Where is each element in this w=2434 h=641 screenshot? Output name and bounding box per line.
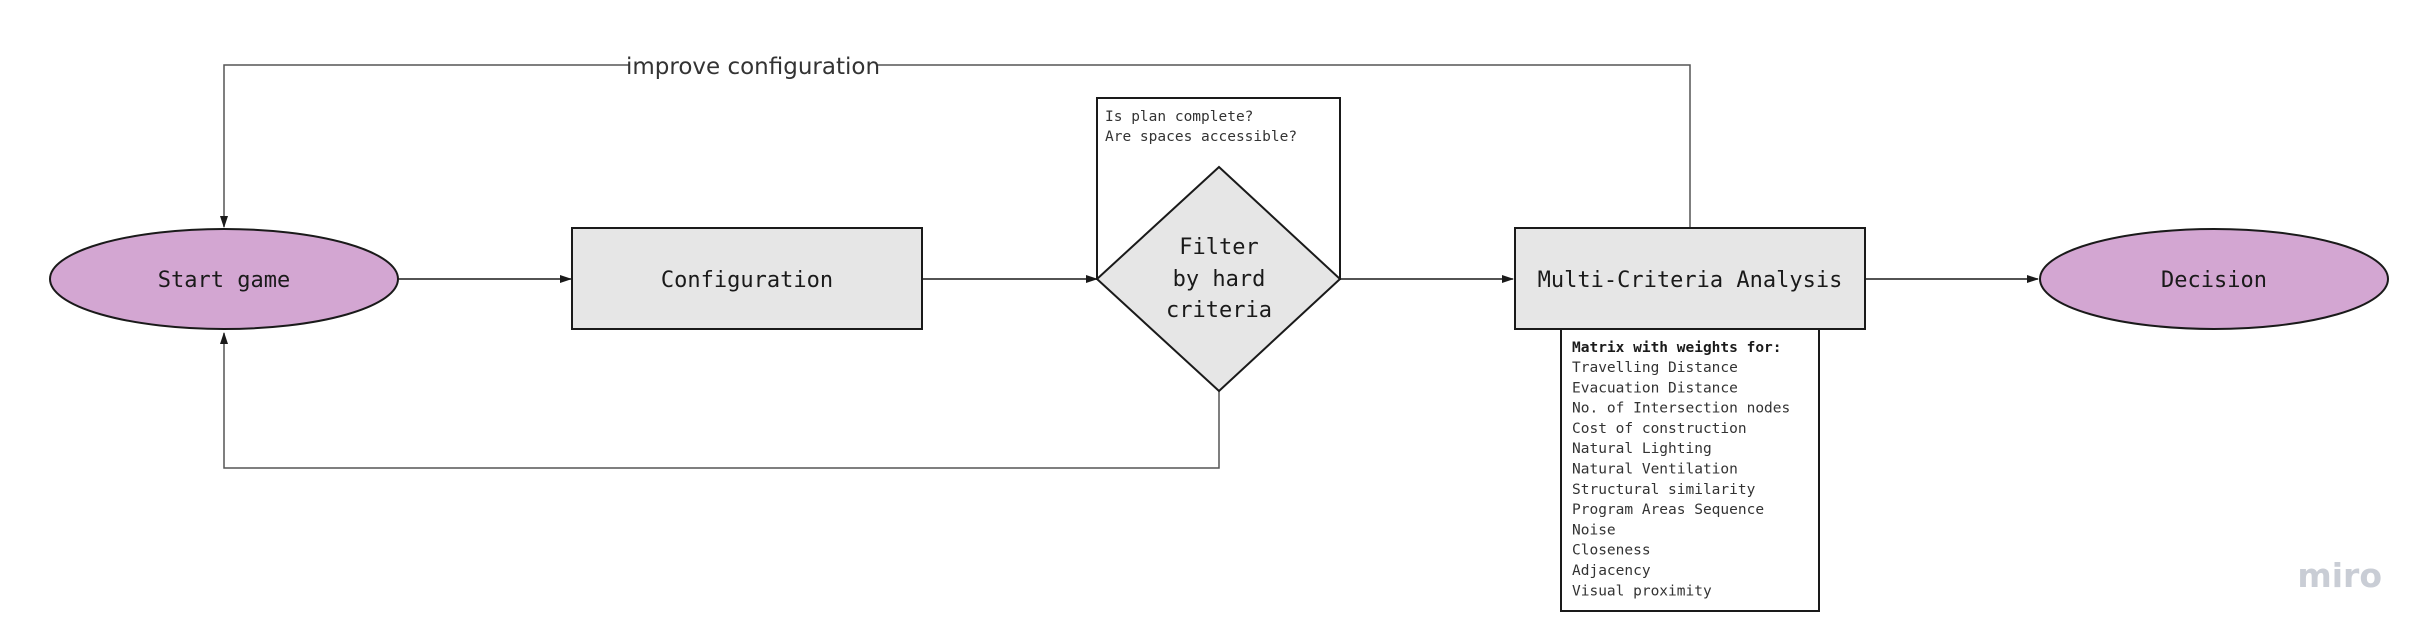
filter-note-line-2: Are spaces accessible? [1105,129,1297,145]
configuration-label: Configuration [661,268,833,293]
multi-criteria-analysis-label: Multi-Criteria Analysis [1538,268,1843,293]
multi-criteria-analysis-node[interactable]: Multi-Criteria Analysis [1514,227,1866,330]
matrix-item: Visual proximity [1572,583,1712,599]
configuration-node[interactable]: Configuration [571,227,923,330]
matrix-heading: Matrix with weights for: [1572,340,1782,356]
matrix-item: Cost of construction [1572,421,1747,437]
matrix-weights-box: Matrix with weights for: Travelling Dist… [1560,328,1820,612]
filter-label-line-2: by hard [1173,267,1266,292]
matrix-item: Natural Lighting [1572,441,1712,457]
matrix-item: No. of Intersection nodes [1572,401,1790,417]
matrix-item: Adjacency [1572,563,1651,579]
miro-logo: miro [2297,556,2382,595]
start-game-node[interactable]: Start game [49,228,399,330]
matrix-item: Noise [1572,522,1616,538]
matrix-item: Travelling Distance [1572,360,1738,376]
improve-configuration-label: improve configuration [626,54,880,80]
matrix-item: Natural Ventilation [1572,462,1738,478]
filter-hard-criteria-node[interactable]: Filter by hard criteria [1095,165,1342,393]
improve-configuration-connector[interactable] [220,64,1691,228]
filter-label-line-1: Filter [1179,235,1258,260]
matrix-item: Program Areas Sequence [1572,502,1764,518]
matrix-item: Closeness [1572,543,1651,559]
matrix-item: Structural similarity [1572,482,1756,498]
filter-reject-connector[interactable] [220,332,1220,469]
start-game-label: Start game [158,268,290,293]
decision-node[interactable]: Decision [2039,228,2389,330]
matrix-item: Evacuation Distance [1572,380,1738,396]
filter-note-line-1: Is plan complete? [1105,109,1253,125]
decision-label: Decision [2161,268,2267,293]
filter-label-line-3: criteria [1166,298,1272,323]
